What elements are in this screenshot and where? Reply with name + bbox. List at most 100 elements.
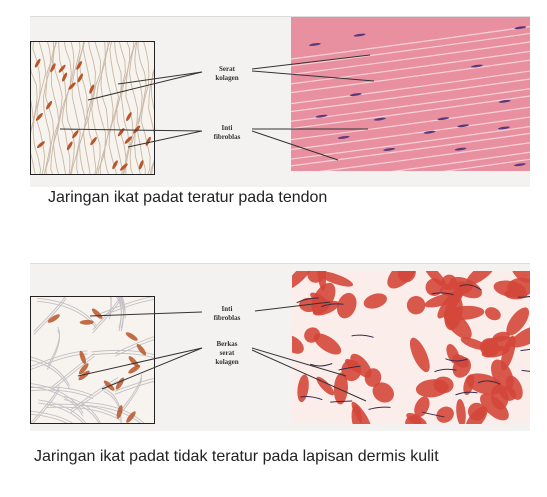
collagen-fiber [30, 41, 38, 175]
collagen-bundle [51, 352, 95, 388]
label-inti-fibroblas-1: Inti [222, 124, 233, 132]
fibroblast-nucleus [423, 130, 436, 134]
collagen-bundle [119, 296, 126, 319]
fibroblast-nucleus [72, 130, 79, 139]
collagen-bundle [433, 376, 454, 394]
collagen-bundle [507, 277, 530, 297]
fibroblast-nucleus [353, 33, 366, 37]
collagen-bundle [46, 403, 122, 419]
leader-lines-bottom [77, 301, 367, 402]
collagen-fiber [129, 41, 139, 175]
collagen-streak [291, 32, 530, 67]
collagen-fiber [36, 41, 47, 175]
collagen-bundle [109, 296, 112, 317]
collagen-bundle [466, 271, 496, 285]
collagen-bundle [118, 296, 124, 329]
irregular-tissue-diagram: Inti fibroblas Berkas serat kolagen [30, 271, 530, 424]
collagen-bundle [304, 327, 321, 343]
fibroblast-nucleus [459, 284, 482, 291]
collagen-bundle [63, 396, 102, 424]
fibroblast-nucleus [136, 343, 147, 356]
leader-lines [59, 54, 375, 161]
collagen-bundle [30, 359, 70, 389]
collagen-bundle [406, 412, 427, 424]
label-berkas-1: Berkas [217, 340, 238, 348]
collagen-bundle [364, 368, 382, 387]
collagen-streak [291, 132, 530, 167]
fibroblast-nucleus [368, 406, 391, 411]
fibroblast-nucleus [91, 308, 103, 319]
collagen-bundle [70, 380, 119, 414]
collagen-bundle [38, 399, 87, 424]
collagen-streak [291, 70, 530, 105]
regular-schematic [30, 37, 166, 181]
fibroblast-nucleus [296, 297, 319, 304]
fibroblast-nucleus [383, 147, 396, 151]
fibroblast-nucleus [309, 43, 321, 46]
fibroblast-nucleus [76, 61, 83, 70]
collagen-fiber [61, 41, 72, 175]
collagen-bundle [460, 337, 488, 351]
fibroblast-nucleus [128, 356, 139, 368]
collagen-streak [291, 50, 530, 85]
collagen-bundle [333, 372, 348, 405]
collagen-fiber [103, 41, 114, 175]
collagen-bundle [311, 282, 336, 315]
collagen-bundle [116, 296, 124, 332]
collagen-bundle [485, 307, 501, 321]
collagen-bundle [92, 296, 123, 334]
collagen-bundle [98, 298, 155, 318]
collagen-bundle [297, 374, 309, 403]
collagen-bundle [409, 337, 430, 373]
fibroblast-nucleus [455, 391, 478, 396]
collagen-bundle [510, 325, 530, 348]
fibroblast-nucleus [349, 93, 362, 97]
collagen-bundle [114, 380, 155, 395]
fibroblast-nucleus [116, 405, 123, 419]
fibroblast-nucleus [498, 99, 511, 103]
collagen-bundle [33, 297, 67, 335]
collagen-fiber [52, 41, 63, 175]
fibroblast-nucleus [514, 26, 527, 30]
fibroblast-nucleus [445, 358, 468, 362]
fibroblast-nucleus [36, 141, 45, 149]
collagen-bundle [511, 271, 530, 283]
collagen-fiber [45, 41, 55, 175]
collagen-bundle [118, 377, 142, 417]
collagen-bundle [38, 402, 85, 424]
collagen-bundle [292, 271, 314, 290]
collagen-streak [291, 25, 530, 60]
fibroblast-nucleus [454, 147, 467, 151]
collagen-bundle [316, 376, 335, 396]
collagen-bundle [479, 393, 509, 421]
collagen-bundle [425, 278, 444, 296]
collagen-bundle [456, 398, 466, 424]
fibroblast-nucleus [35, 112, 43, 121]
fibroblast-nucleus [58, 64, 66, 73]
regular-tissue-panel: Serat kolagen Inti fibroblas [30, 16, 530, 187]
label-serat-kolagen-2: kolagen [215, 74, 238, 82]
fibroblast-nucleus [437, 117, 450, 121]
collagen-fiber [79, 41, 88, 175]
collagen-bundle [436, 406, 454, 423]
collagen-streak [291, 95, 530, 130]
fibroblast-nucleus [431, 292, 454, 296]
collagen-bundle [30, 389, 93, 400]
caption-regular: Jaringan ikat padat teratur pada tendon [48, 189, 328, 206]
label-inti-fibroblas-b2: fibroblas [214, 314, 241, 322]
collagen-fiber [43, 41, 52, 175]
fibroblast-nucleus [126, 112, 132, 122]
label-inti-fibroblas-b1: Inti [222, 305, 233, 313]
fibroblast-nucleus [520, 348, 530, 352]
collagen-fiber [158, 37, 166, 181]
fibroblast-nucleus [434, 368, 457, 373]
fibroblast-nucleus [300, 395, 323, 401]
collagen-bundle [466, 373, 504, 395]
fibroblast-nucleus [477, 380, 501, 385]
fibroblast-nucleus [128, 364, 141, 374]
collagen-fiber [70, 41, 81, 175]
collagen-streak [291, 106, 530, 141]
fibroblast-nucleus [78, 363, 89, 375]
collagen-bundle [30, 413, 70, 424]
fibroblast-nucleus [66, 141, 73, 151]
